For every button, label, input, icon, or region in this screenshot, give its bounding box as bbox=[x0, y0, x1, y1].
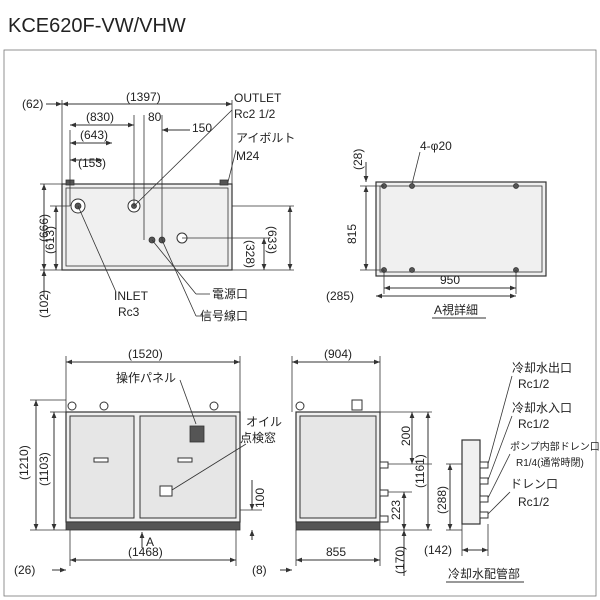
detail-pump-drain-fitting bbox=[479, 495, 489, 503]
dim-1161: (1161) bbox=[413, 454, 427, 488]
side-top-fitting-icon bbox=[295, 401, 305, 411]
side-base-frame bbox=[295, 521, 381, 531]
a-view-caption: A視詳細 bbox=[434, 302, 478, 317]
oil-window-label: 点検窓 bbox=[240, 430, 276, 445]
top-view: (1397) (62) (830) 80 (643) 150 (153) OUT… bbox=[22, 90, 295, 323]
dim-666: (666) bbox=[37, 214, 51, 242]
top-fitting-icon bbox=[209, 401, 219, 411]
drain-thread: Rc1/2 bbox=[518, 495, 550, 509]
side-panel bbox=[299, 415, 377, 519]
detail-drain-fitting bbox=[479, 511, 489, 519]
a-view-body bbox=[375, 181, 547, 277]
dim-150: 150 bbox=[192, 121, 212, 135]
signal-port-label: 信号線口 bbox=[200, 308, 248, 323]
dim-1103: (1103) bbox=[37, 452, 51, 486]
control-panel-label: 操作パネル bbox=[116, 370, 176, 385]
dim-855: 855 bbox=[326, 545, 346, 559]
cooling-outlet-thread: Rc1/2 bbox=[518, 377, 550, 391]
cooling-water-outlet-fitting bbox=[379, 461, 389, 469]
dim-200: 200 bbox=[399, 426, 413, 446]
dim-328: (328) bbox=[243, 240, 257, 268]
a-view: 4-φ20 815 (28) 950 (285) A視詳細 bbox=[326, 139, 547, 319]
page-title: KCE620F-VW/VHW bbox=[8, 15, 186, 37]
cooling-detail-body bbox=[461, 439, 481, 525]
cooling-water-inlet-fitting bbox=[379, 489, 389, 497]
mount-hole-icon bbox=[513, 183, 519, 189]
a-view-inner bbox=[379, 185, 543, 273]
panel-handle-left bbox=[93, 457, 109, 463]
dim-100: 100 bbox=[253, 488, 267, 508]
oil-inspection-window bbox=[159, 485, 173, 497]
dim-102: (102) bbox=[37, 290, 51, 318]
outlet-thread-label: Rc2 1/2 bbox=[234, 107, 276, 121]
mount-hole-icon bbox=[409, 267, 415, 273]
dim-285: (285) bbox=[326, 289, 354, 303]
dim-288: (288) bbox=[435, 486, 449, 514]
front-panel-left bbox=[69, 415, 135, 519]
dim-1520: (1520) bbox=[128, 347, 163, 361]
cooling-inlet-thread: Rc1/2 bbox=[518, 417, 550, 431]
pump-drain-thread: R1/4(通常時閉) bbox=[516, 456, 584, 469]
frame-border bbox=[3, 49, 597, 597]
pump-drain-label: ポンプ内部ドレン口 bbox=[510, 440, 600, 453]
dim-904: (904) bbox=[324, 347, 352, 361]
dim-4-phi20: 4-φ20 bbox=[420, 139, 452, 153]
cooling-outlet-label: 冷却水出口 bbox=[512, 361, 572, 375]
front-base-frame bbox=[65, 521, 241, 531]
inlet-label: INLET bbox=[114, 289, 149, 303]
cooling-detail-caption: 冷却水配管部 bbox=[448, 566, 520, 581]
front-panel-right bbox=[139, 415, 237, 519]
side-view: (904) 200 (1161) 223 (170) 855 (8) bbox=[252, 347, 432, 577]
dim-170: (170) bbox=[393, 546, 407, 574]
view-arrow-a: A bbox=[146, 535, 154, 549]
top-view-body bbox=[61, 183, 233, 271]
power-port-label: 電源口 bbox=[212, 287, 248, 301]
mount-hole-icon bbox=[409, 183, 415, 189]
dim-28: (28) bbox=[351, 149, 365, 170]
oil-label: オイル bbox=[246, 415, 282, 429]
outlet-label: OUTLET bbox=[234, 91, 282, 105]
dim-613: (613) bbox=[43, 226, 57, 254]
eyebolt-right bbox=[219, 179, 229, 186]
top-fitting-icon bbox=[99, 401, 109, 411]
drain-label: ドレン口 bbox=[510, 477, 558, 491]
dim-26: (26) bbox=[14, 563, 35, 577]
dim-815: 815 bbox=[345, 224, 359, 244]
dim-830: (830) bbox=[86, 110, 114, 124]
detail-outlet-fitting bbox=[479, 461, 489, 469]
cooling-water-detail: 冷却水出口 Rc1/2 冷却水入口 Rc1/2 ポンプ内部ドレン口 R1/4(通… bbox=[424, 361, 600, 583]
dim-1210: (1210) bbox=[17, 445, 31, 480]
eyebolt-size-label: M24 bbox=[236, 149, 260, 163]
top-view-inner bbox=[65, 187, 229, 267]
cooling-inlet-label: 冷却水入口 bbox=[512, 401, 572, 415]
dim-153: (153) bbox=[78, 156, 106, 170]
dim-223: 223 bbox=[389, 500, 403, 520]
side-top-fitting-icon bbox=[351, 399, 363, 411]
dim-1397: (1397) bbox=[126, 90, 161, 104]
front-view: (1520) 操作パネル オイル 点検窓 (1210) (1103) 100 A… bbox=[14, 347, 282, 577]
dim-1468: (1468) bbox=[128, 545, 163, 559]
dim-633: (633) bbox=[265, 226, 279, 254]
top-fitting-icon bbox=[67, 401, 77, 411]
dim-142: (142) bbox=[424, 543, 452, 557]
dim-8: (8) bbox=[252, 563, 267, 577]
dim-950: 950 bbox=[440, 273, 460, 287]
dim-643: (643) bbox=[80, 128, 108, 142]
dim-62: (62) bbox=[22, 97, 43, 111]
drain-fitting bbox=[379, 515, 389, 523]
inlet-thread-label: Rc3 bbox=[118, 305, 140, 319]
eyebolt-label: アイボルト bbox=[236, 131, 295, 145]
dim-80: 80 bbox=[148, 110, 162, 124]
detail-inlet-fitting bbox=[479, 477, 489, 485]
panel-handle-right bbox=[177, 457, 193, 463]
control-panel-display bbox=[189, 425, 205, 443]
